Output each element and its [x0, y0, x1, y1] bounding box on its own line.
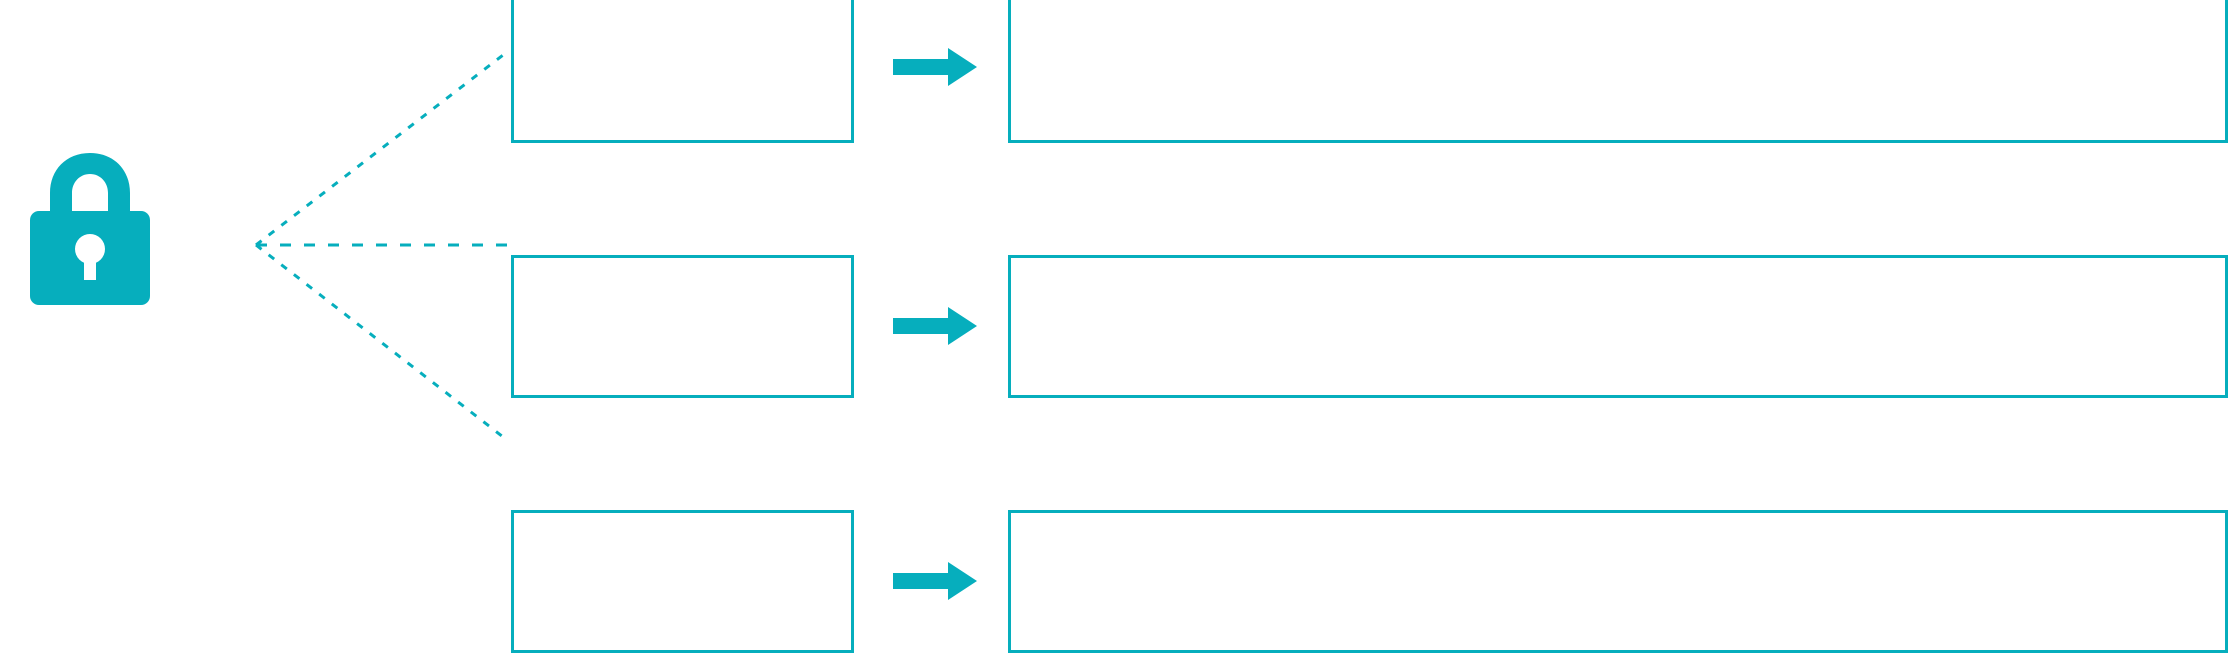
flow-row-1	[0, 0, 2229, 143]
right-box-1[interactable]	[1008, 0, 2228, 143]
right-box-2[interactable]	[1008, 255, 2228, 398]
flow-row-2	[0, 255, 2229, 398]
right-arrow-icon-2	[893, 307, 977, 345]
lock-icon	[30, 153, 150, 305]
left-box-3[interactable]	[511, 510, 854, 653]
left-box-2[interactable]	[511, 255, 854, 398]
right-box-3[interactable]	[1008, 510, 2228, 653]
right-arrow-icon-3	[893, 562, 977, 600]
left-box-1[interactable]	[511, 0, 854, 143]
flow-row-3	[0, 510, 2229, 653]
right-arrow-icon-1	[893, 48, 977, 86]
